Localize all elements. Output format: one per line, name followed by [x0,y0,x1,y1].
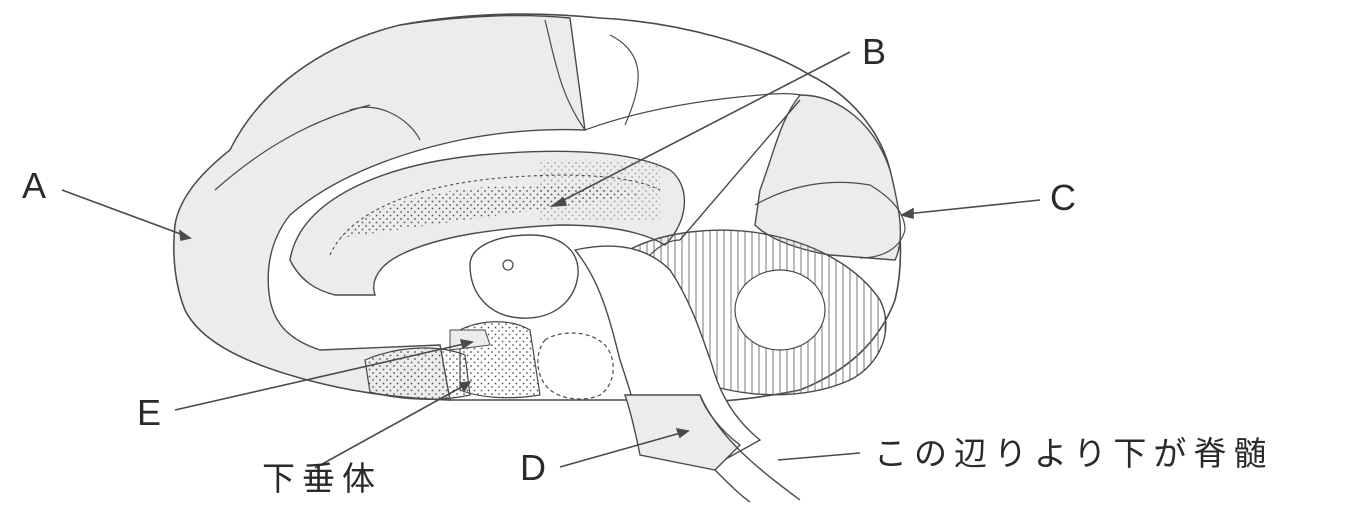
label-b: B [862,34,886,70]
label-e: E [137,395,161,431]
thalamus [470,235,578,318]
leader-a [62,190,186,236]
leader-c [906,200,1040,214]
leader-spinal [778,453,860,460]
label-pituitary: 下垂体 [262,462,382,495]
label-d: D [520,450,546,486]
region-c [755,95,900,260]
label-a: A [22,168,46,204]
label-spinal-note: この辺りより下が脊髄 [874,437,1273,470]
label-c: C [1050,180,1076,216]
